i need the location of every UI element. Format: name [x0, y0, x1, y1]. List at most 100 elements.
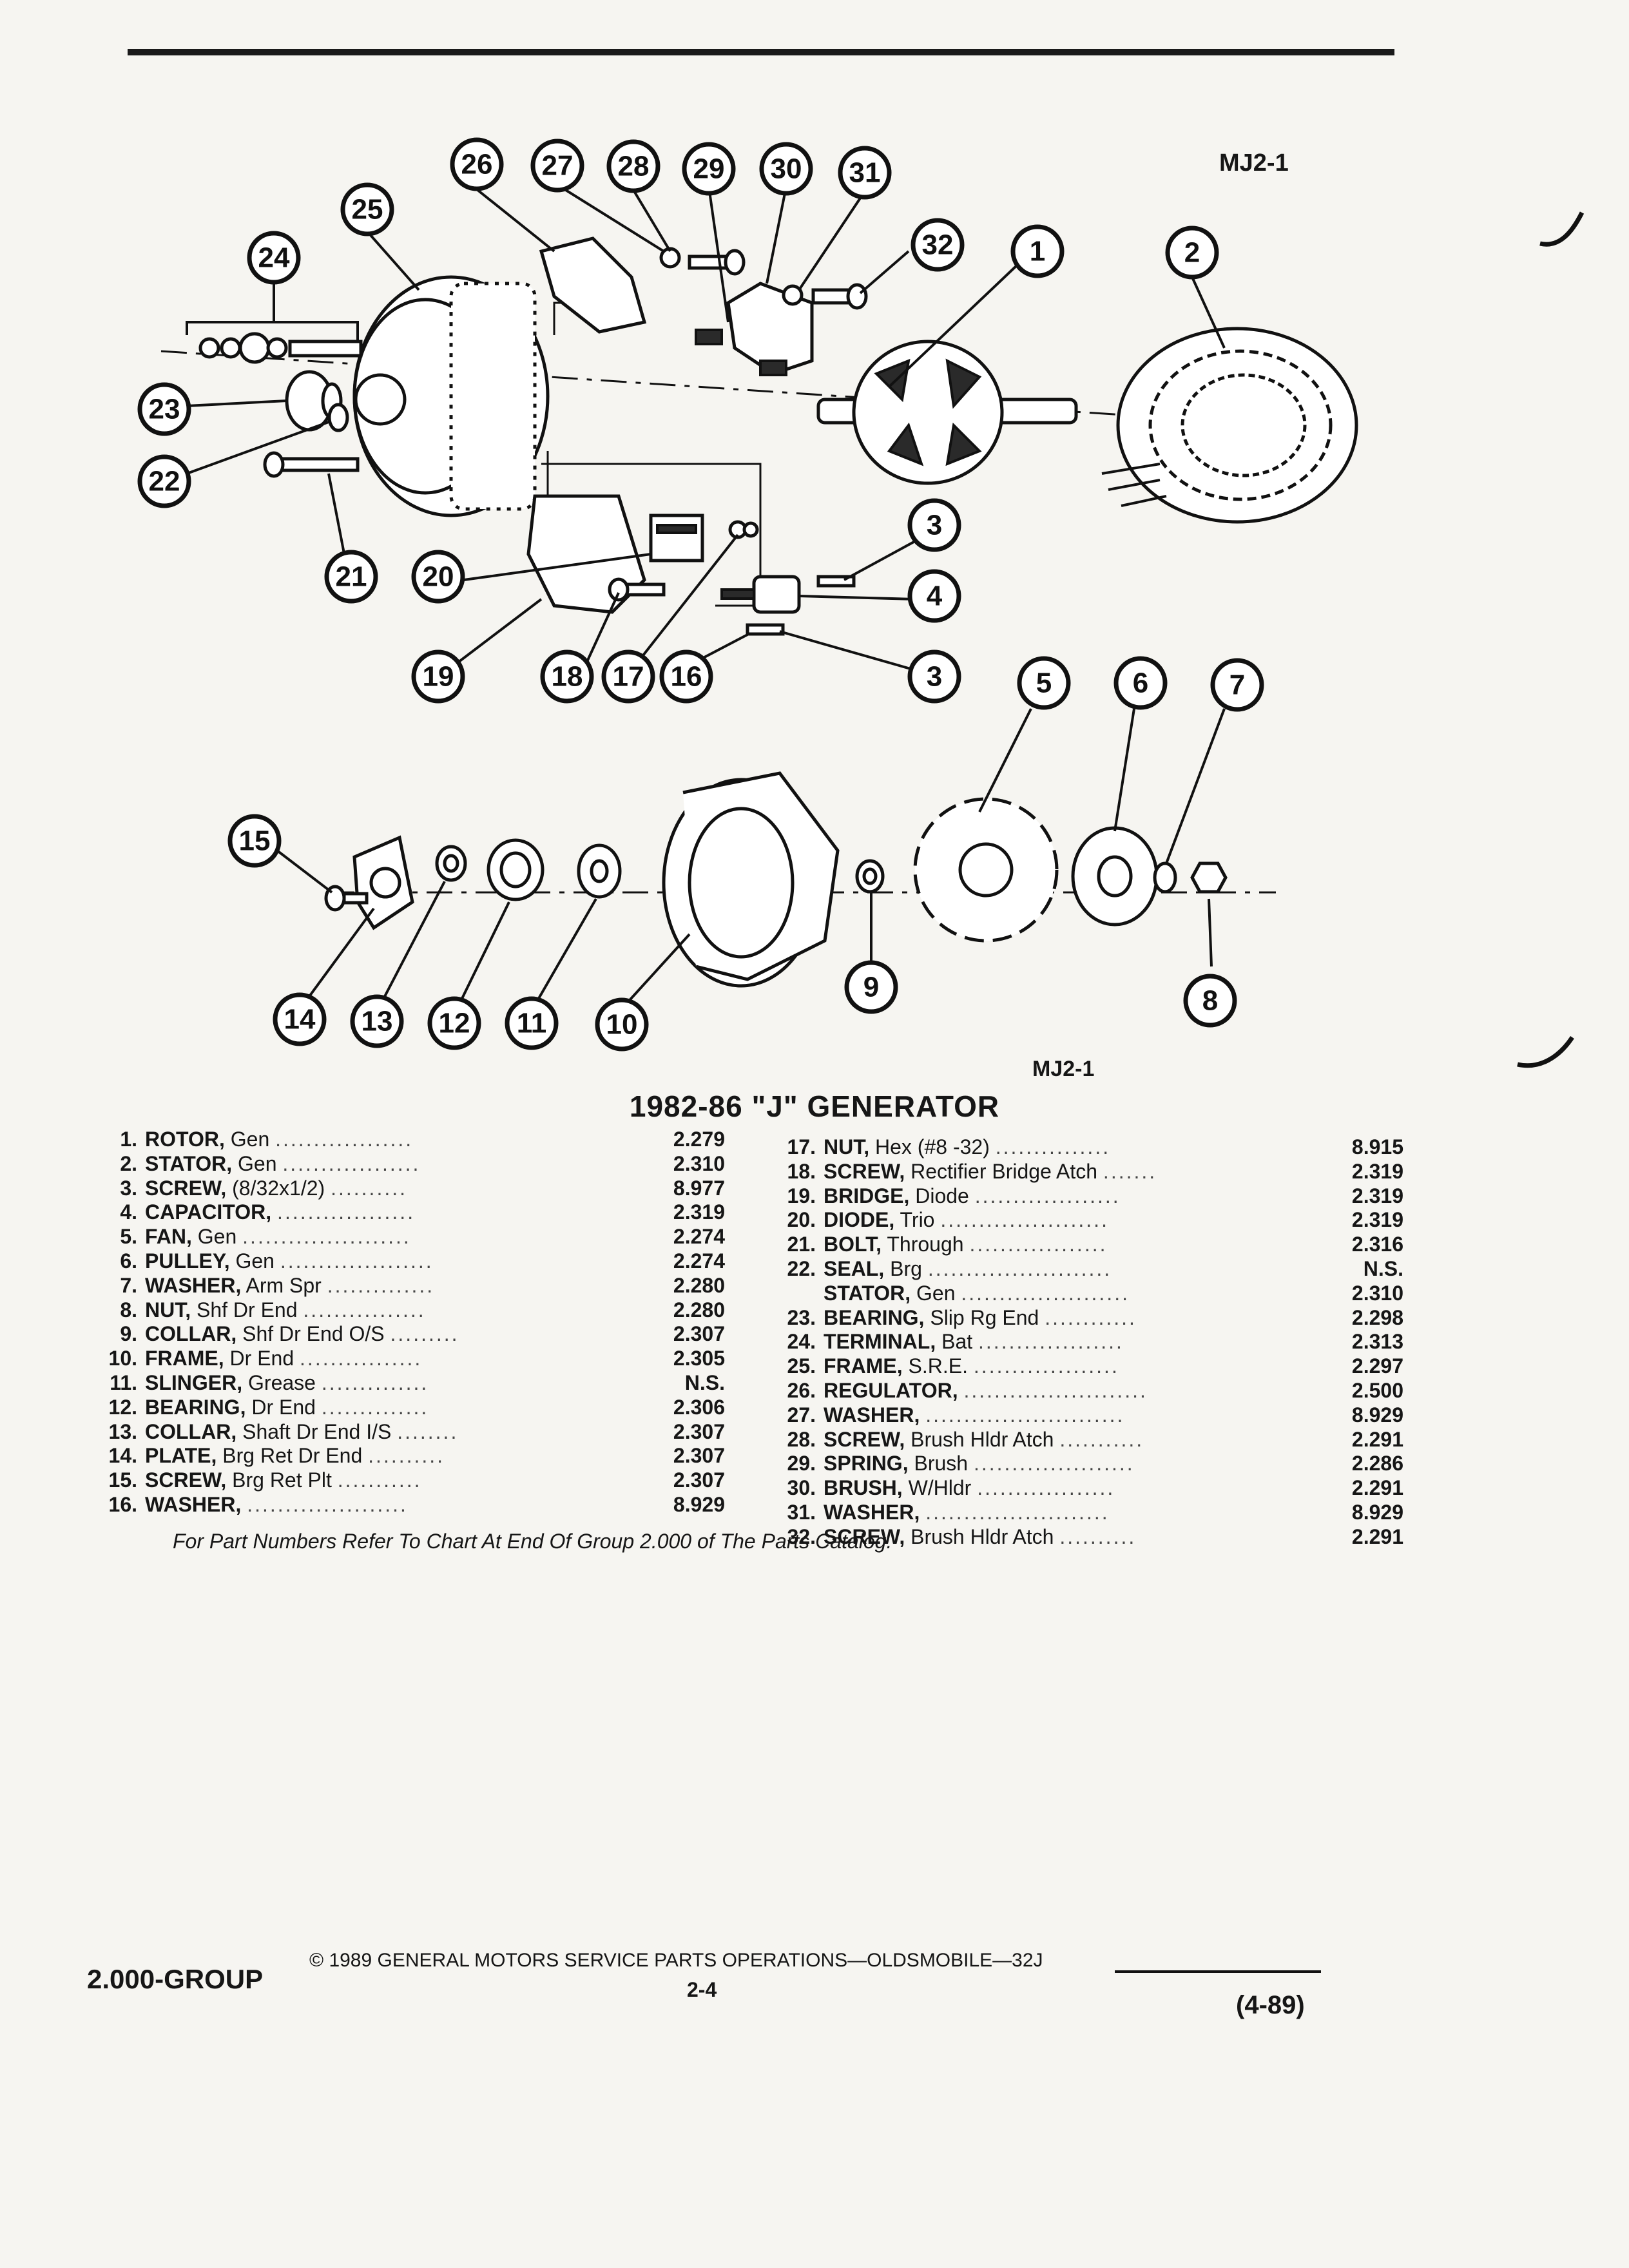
parts-row: 27.WASHER, ..........................8.9…	[787, 1403, 1403, 1427]
callout-8: 8	[1183, 974, 1237, 1028]
drive-end-frame-part	[662, 771, 840, 988]
callout-22: 22	[137, 454, 191, 508]
page-title: 1982-86 "J" GENERATOR	[629, 1090, 1000, 1123]
callout-19: 19	[411, 649, 465, 704]
svg-text:30: 30	[771, 153, 802, 185]
callout-9: 9	[844, 960, 898, 1014]
margin-mark	[1517, 1036, 1574, 1068]
pulley-part	[1071, 826, 1159, 927]
leader-lines	[186, 186, 1226, 1006]
bearing-drive-end-part	[487, 838, 545, 901]
washer-part	[782, 284, 804, 306]
svg-text:19: 19	[423, 661, 454, 693]
callout-32: 32	[911, 218, 965, 272]
parts-row: STATOR, Gen ......................2.310	[824, 1281, 1403, 1305]
screw-brush-holder-part	[811, 283, 868, 310]
callout-10: 10	[595, 997, 649, 1052]
capacitor-part	[720, 575, 801, 614]
callout-15: 15	[227, 814, 282, 868]
svg-text:26: 26	[461, 149, 493, 180]
svg-text:12: 12	[439, 1008, 470, 1039]
svg-text:7: 7	[1229, 669, 1245, 701]
callout-27: 27	[530, 139, 584, 193]
guide-line	[541, 463, 762, 607]
parts-row: 5.FAN, Gen ......................2.274	[120, 1225, 725, 1249]
footer-copyright: © 1989 GENERAL MOTORS SERVICE PARTS OPER…	[309, 1950, 1043, 1971]
parts-row: 19.BRIDGE, Diode ...................2.31…	[787, 1184, 1403, 1207]
callout-6: 6	[1113, 656, 1168, 710]
callout-3-lower: 3	[907, 649, 961, 704]
parts-row: 28.SCREW, Brush Hldr Atch ...........2.2…	[787, 1427, 1403, 1451]
svg-text:3: 3	[927, 661, 942, 693]
callout-29: 29	[682, 142, 736, 196]
margin-mark	[1539, 211, 1585, 247]
parts-row: 11.SLINGER, Grease ..............N.S.	[110, 1370, 725, 1394]
svg-text:27: 27	[542, 150, 574, 182]
bearing-retainer-plate-part	[352, 835, 414, 930]
figure-code-top: MJ2-1	[1219, 149, 1289, 177]
callout-31: 31	[838, 146, 892, 200]
callout-17: 17	[601, 649, 655, 704]
parts-row: 26.REGULATOR, ........................2.…	[787, 1378, 1403, 1402]
parts-row: 18.SCREW, Rectifier Bridge Atch .......2…	[787, 1159, 1403, 1183]
callout-5: 5	[1017, 656, 1071, 710]
parts-row: 2.STATOR, Gen ..................2.310	[120, 1151, 725, 1175]
parts-row: 30.BRUSH, W/Hldr ..................2.291	[787, 1476, 1403, 1500]
figure-code-bottom: MJ2-1	[1032, 1057, 1095, 1081]
arm-spring-washer-part	[1153, 861, 1177, 894]
fan-part	[913, 797, 1059, 943]
stator-part	[1101, 327, 1358, 524]
slip-ring-end-frame-part	[352, 275, 550, 517]
parts-list-right: 17.NUT, Hex (#8 -32) ...............8.91…	[759, 1135, 1403, 1550]
collar-inner-part	[435, 845, 467, 882]
top-rule	[128, 49, 1394, 55]
svg-text:13: 13	[361, 1006, 393, 1037]
callout-28: 28	[606, 139, 660, 193]
exploded-diagram: 1 2 3 4 3 5 6 7 8 9 10 11 12 13 14 15 16…	[137, 137, 1585, 1068]
parts-row: 7.WASHER, Arm Spr ..............2.280	[120, 1273, 725, 1297]
callout-16: 16	[659, 649, 713, 704]
svg-text:14: 14	[284, 1004, 316, 1035]
parts-row: 22.SEAL, Brg ........................N.S…	[787, 1256, 1403, 1280]
svg-text:10: 10	[606, 1009, 638, 1041]
parts-list-left: 1.ROTOR, Gen ..................2.279 2.S…	[81, 1128, 725, 1517]
footer-rule	[1115, 1970, 1321, 1973]
footer-date: (4-89)	[1236, 1991, 1305, 2019]
svg-text:32: 32	[922, 229, 954, 261]
through-bolt-part	[263, 451, 360, 478]
footer-page-number: 2-4	[687, 1978, 717, 2001]
callout-25: 25	[340, 182, 394, 236]
parts-row: 32.SCREW, Brush Hldr Atch ..........2.29…	[787, 1524, 1403, 1548]
parts-row: 21.BOLT, Through ..................2.316	[787, 1233, 1403, 1256]
retainer-plate-screw-part	[324, 885, 369, 912]
rectifier-screw-part	[608, 577, 666, 602]
svg-text:29: 29	[693, 153, 725, 185]
parts-row: 31.WASHER, ........................8.929	[787, 1500, 1403, 1524]
callout-23: 23	[137, 382, 191, 436]
svg-text:25: 25	[352, 194, 383, 226]
slinger-part	[577, 843, 622, 899]
callout-7: 7	[1210, 658, 1264, 712]
callout-3: 3	[907, 498, 961, 552]
parts-row: 10.FRAME, Dr End ................2.305	[108, 1347, 725, 1370]
parts-row: 15.SCREW, Brg Ret Plt ...........2.307	[108, 1468, 725, 1492]
svg-text:31: 31	[849, 157, 881, 189]
regulator-part	[539, 236, 647, 334]
callout-24: 24	[247, 231, 301, 285]
guide-line	[553, 302, 567, 335]
parts-row: 25.FRAME, S.R.E. ...................2.29…	[787, 1354, 1403, 1378]
svg-text:21: 21	[336, 561, 367, 593]
svg-text:9: 9	[863, 972, 879, 1003]
parts-row: 3.SCREW, (8/32x1/2) ..........8.977	[120, 1176, 725, 1200]
screw-brush-holder-part	[688, 249, 746, 276]
parts-row: 23.BEARING, Slip Rg End ............2.29…	[787, 1305, 1403, 1329]
drive-end-nut-part	[1190, 861, 1228, 894]
callout-13: 13	[350, 994, 404, 1048]
svg-text:6: 6	[1133, 668, 1148, 699]
svg-text:11: 11	[517, 1008, 547, 1039]
brush-holder-part	[695, 282, 814, 376]
parts-row: 6.PULLEY, Gen ....................2.274	[120, 1249, 725, 1273]
svg-text:28: 28	[618, 151, 650, 182]
svg-text:16: 16	[671, 661, 702, 693]
washer-part	[742, 521, 759, 538]
